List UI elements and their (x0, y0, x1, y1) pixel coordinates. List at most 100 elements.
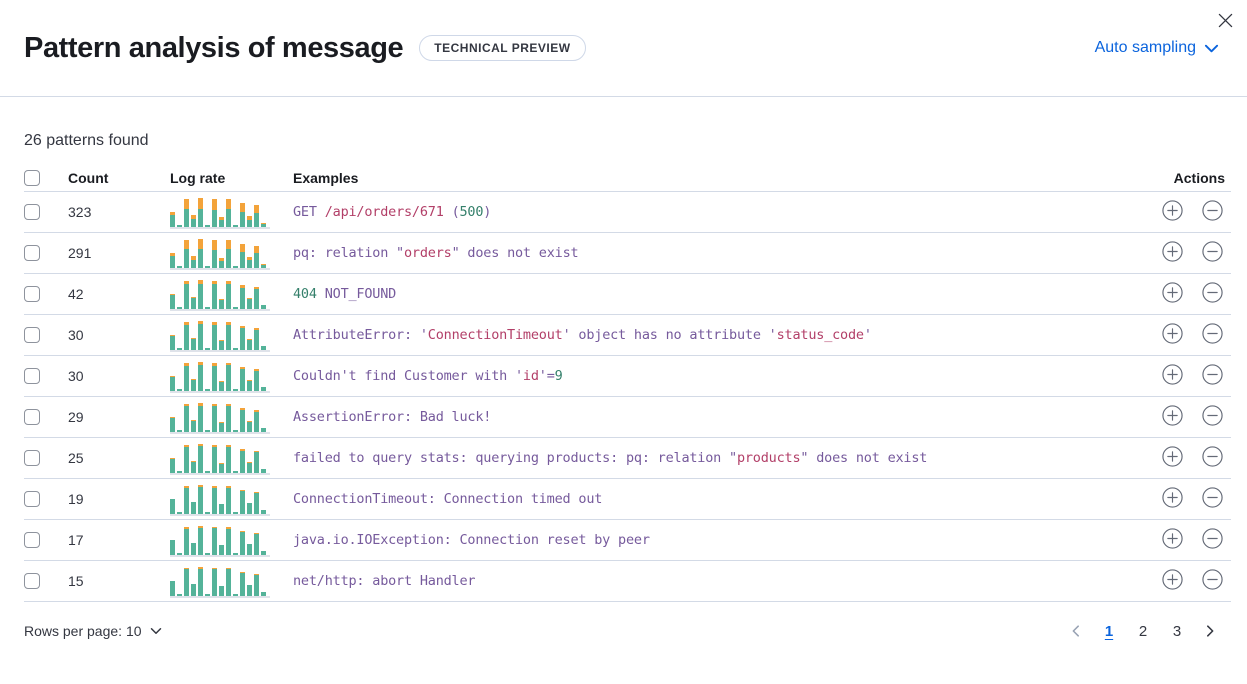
row-actions (1121, 487, 1231, 511)
row-checkbox[interactable] (24, 532, 40, 548)
minus-in-circle-icon (1202, 241, 1223, 265)
pagination-prev-button[interactable] (1063, 620, 1089, 642)
histogram-bar (184, 322, 189, 350)
filter-for-pattern-button[interactable] (1162, 528, 1183, 552)
pagination-page-3[interactable]: 3 (1163, 617, 1191, 645)
minus-in-circle-icon (1202, 323, 1223, 347)
pagination-page-2[interactable]: 2 (1129, 617, 1157, 645)
pagination-next-button[interactable] (1197, 620, 1223, 642)
histogram-bar (170, 294, 175, 309)
close-button[interactable] (1209, 4, 1241, 36)
histogram-bar (205, 266, 210, 268)
histogram-bar (191, 461, 196, 473)
histogram-bar (205, 594, 210, 596)
log-rate-sparkline (170, 564, 270, 598)
histogram-bar (261, 551, 266, 555)
histogram-bar (254, 574, 259, 596)
rows-per-page-button[interactable]: Rows per page: 10 (24, 619, 162, 643)
row-checkbox[interactable] (24, 368, 40, 384)
histogram-bar (177, 430, 182, 432)
row-checkbox[interactable] (24, 245, 40, 261)
pattern-count: 42 (68, 286, 84, 302)
filter-for-pattern-button[interactable] (1162, 241, 1183, 265)
row-actions (1121, 241, 1231, 265)
filter-out-pattern-button[interactable] (1202, 323, 1223, 347)
histogram-bar (240, 367, 245, 391)
flyout-header: Pattern analysis of message TECHNICAL PR… (0, 0, 1247, 97)
histogram-bar (226, 281, 231, 309)
filter-out-pattern-button[interactable] (1202, 446, 1223, 470)
filter-out-pattern-button[interactable] (1202, 405, 1223, 429)
histogram-bar (233, 471, 238, 473)
minus-in-circle-icon (1202, 528, 1223, 552)
histogram-bar (226, 199, 231, 227)
filter-for-pattern-button[interactable] (1162, 405, 1183, 429)
histogram-bar (226, 404, 231, 432)
histogram-bar (212, 445, 217, 473)
histogram-bar (233, 594, 238, 596)
histogram-bar (205, 471, 210, 473)
filter-out-pattern-button[interactable] (1202, 528, 1223, 552)
histogram-bar (184, 527, 189, 555)
histogram-bar (233, 225, 238, 227)
filter-for-pattern-button[interactable] (1162, 569, 1183, 593)
patterns-found-text: 26 patterns found (24, 132, 149, 149)
chevron-down-icon (1204, 41, 1219, 56)
filter-out-pattern-button[interactable] (1202, 200, 1223, 224)
row-checkbox[interactable] (24, 491, 40, 507)
pattern-count: 19 (68, 491, 84, 507)
filter-for-pattern-button[interactable] (1162, 487, 1183, 511)
row-checkbox[interactable] (24, 450, 40, 466)
histogram-bar (240, 449, 245, 473)
pattern-count: 30 (68, 327, 84, 343)
example-text: java.io.IOException: Connection reset by… (293, 532, 650, 548)
example-text: Couldn't find Customer with 'id'=9 (293, 368, 563, 384)
pagination-page-1[interactable]: 1 (1095, 617, 1123, 645)
histogram-bar (219, 586, 224, 596)
histogram-bar (240, 490, 245, 514)
histogram-bar (170, 253, 175, 268)
histogram-bar (198, 403, 203, 432)
sampling-menu-button[interactable]: Auto sampling (1091, 35, 1223, 61)
histogram-bar (261, 346, 266, 350)
filter-for-pattern-button[interactable] (1162, 282, 1183, 306)
row-checkbox[interactable] (24, 327, 40, 343)
histogram-bar (212, 568, 217, 596)
select-all-checkbox[interactable] (24, 170, 40, 186)
histogram-bar (191, 379, 196, 391)
filter-out-pattern-button[interactable] (1202, 569, 1223, 593)
row-checkbox[interactable] (24, 409, 40, 425)
histogram-bar (226, 363, 231, 391)
pattern-count: 29 (68, 409, 84, 425)
histogram-bar (191, 420, 196, 432)
histogram-bar (219, 340, 224, 350)
filter-for-pattern-button[interactable] (1162, 364, 1183, 388)
filter-out-pattern-button[interactable] (1202, 487, 1223, 511)
histogram-bar (254, 369, 259, 391)
chevron-left-icon (1069, 624, 1083, 638)
filter-out-pattern-button[interactable] (1202, 282, 1223, 306)
filter-out-pattern-button[interactable] (1202, 364, 1223, 388)
histogram-bar (226, 445, 231, 473)
filter-for-pattern-button[interactable] (1162, 200, 1183, 224)
filter-out-pattern-button[interactable] (1202, 241, 1223, 265)
table-row: 29 AssertionError: Bad luck! (24, 397, 1231, 438)
row-checkbox[interactable] (24, 573, 40, 589)
filter-for-pattern-button[interactable] (1162, 446, 1183, 470)
pattern-count: 291 (68, 245, 92, 261)
histogram-bar (205, 553, 210, 555)
histogram-bar (170, 335, 175, 350)
histogram-bar (191, 297, 196, 309)
row-checkbox[interactable] (24, 286, 40, 302)
row-actions (1121, 200, 1231, 224)
row-checkbox[interactable] (24, 204, 40, 220)
example-text: AssertionError: Bad luck! (293, 409, 492, 425)
histogram-bar (184, 568, 189, 596)
histogram-bar (219, 217, 224, 227)
pattern-count: 25 (68, 450, 84, 466)
filter-for-pattern-button[interactable] (1162, 323, 1183, 347)
histogram-bar (254, 492, 259, 514)
